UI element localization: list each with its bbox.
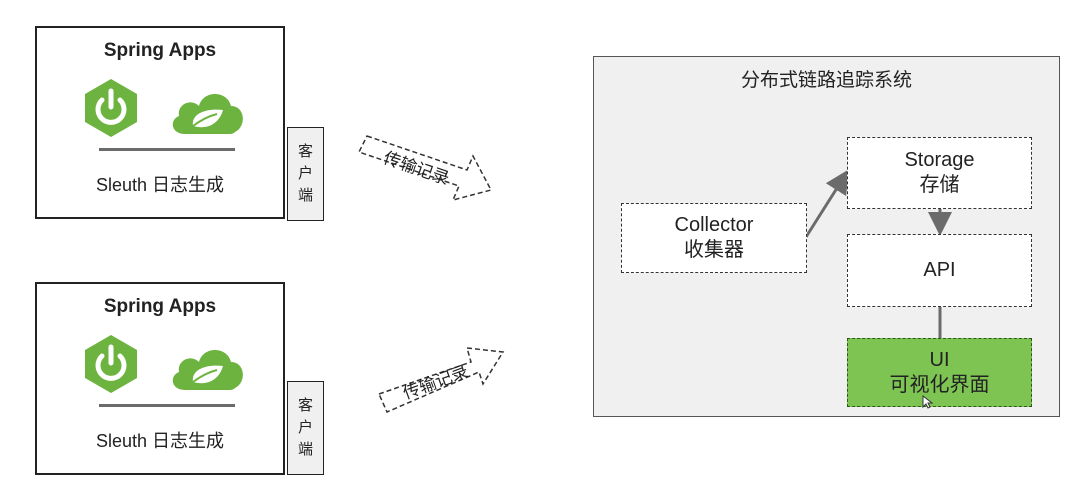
collector-label-zh: 收集器 (684, 239, 744, 261)
storage-label-en: Storage (904, 149, 975, 171)
transmit-arrow-2: 传输记录 (375, 338, 525, 413)
api-node: API (847, 234, 1032, 307)
collector-to-storage-link (804, 169, 849, 238)
app-divider (99, 148, 235, 151)
client-tab-2: 客 户 端 (287, 381, 324, 475)
system-title: 分布式链路追踪系统 (740, 70, 912, 91)
app-icons (81, 332, 251, 396)
app-title: Spring Apps (103, 296, 217, 317)
storage-node: Storage 存储 (847, 137, 1032, 209)
app-divider (99, 404, 235, 407)
client-app-box-1: Spring Apps Sleuth 日志生成 (35, 26, 285, 219)
ui-label-zh: 可视化界面 (889, 373, 990, 396)
app-title: Spring Apps (103, 40, 217, 61)
ui-label-en: UI (929, 348, 950, 371)
client-tab-char: 户 (297, 165, 313, 182)
system-links (804, 169, 952, 338)
client-tab-char: 端 (297, 441, 313, 458)
client-tab-char: 客 (297, 397, 313, 414)
client-tab-char: 端 (297, 187, 313, 204)
ui-node: UI 可视化界面 (847, 338, 1032, 409)
client-tab-char: 户 (297, 419, 313, 436)
collector-label-en: Collector (674, 214, 754, 236)
api-label: API (923, 259, 956, 281)
tracing-system-box: 分布式链路追踪系统 Collector 收集器 Storage 存储 API U… (593, 56, 1060, 417)
transmit-arrow-1: 传输记录 (355, 128, 505, 202)
client-app-box-2: Spring Apps Sleuth 日志生成 (35, 282, 285, 475)
spring-boot-power-icon (85, 79, 137, 137)
collector-node: Collector 收集器 (621, 203, 807, 273)
app-caption: Sleuth 日志生成 (95, 175, 225, 195)
app-icons (81, 76, 251, 140)
app-caption: Sleuth 日志生成 (95, 431, 225, 451)
cursor-icon (922, 395, 934, 409)
spring-cloud-leaf-icon (172, 94, 243, 134)
client-tab-char: 客 (297, 143, 313, 160)
client-tab-1: 客 户 端 (287, 127, 324, 221)
storage-label-zh: 存储 (919, 174, 960, 196)
spring-cloud-leaf-icon (172, 350, 243, 390)
spring-boot-power-icon (85, 335, 137, 393)
